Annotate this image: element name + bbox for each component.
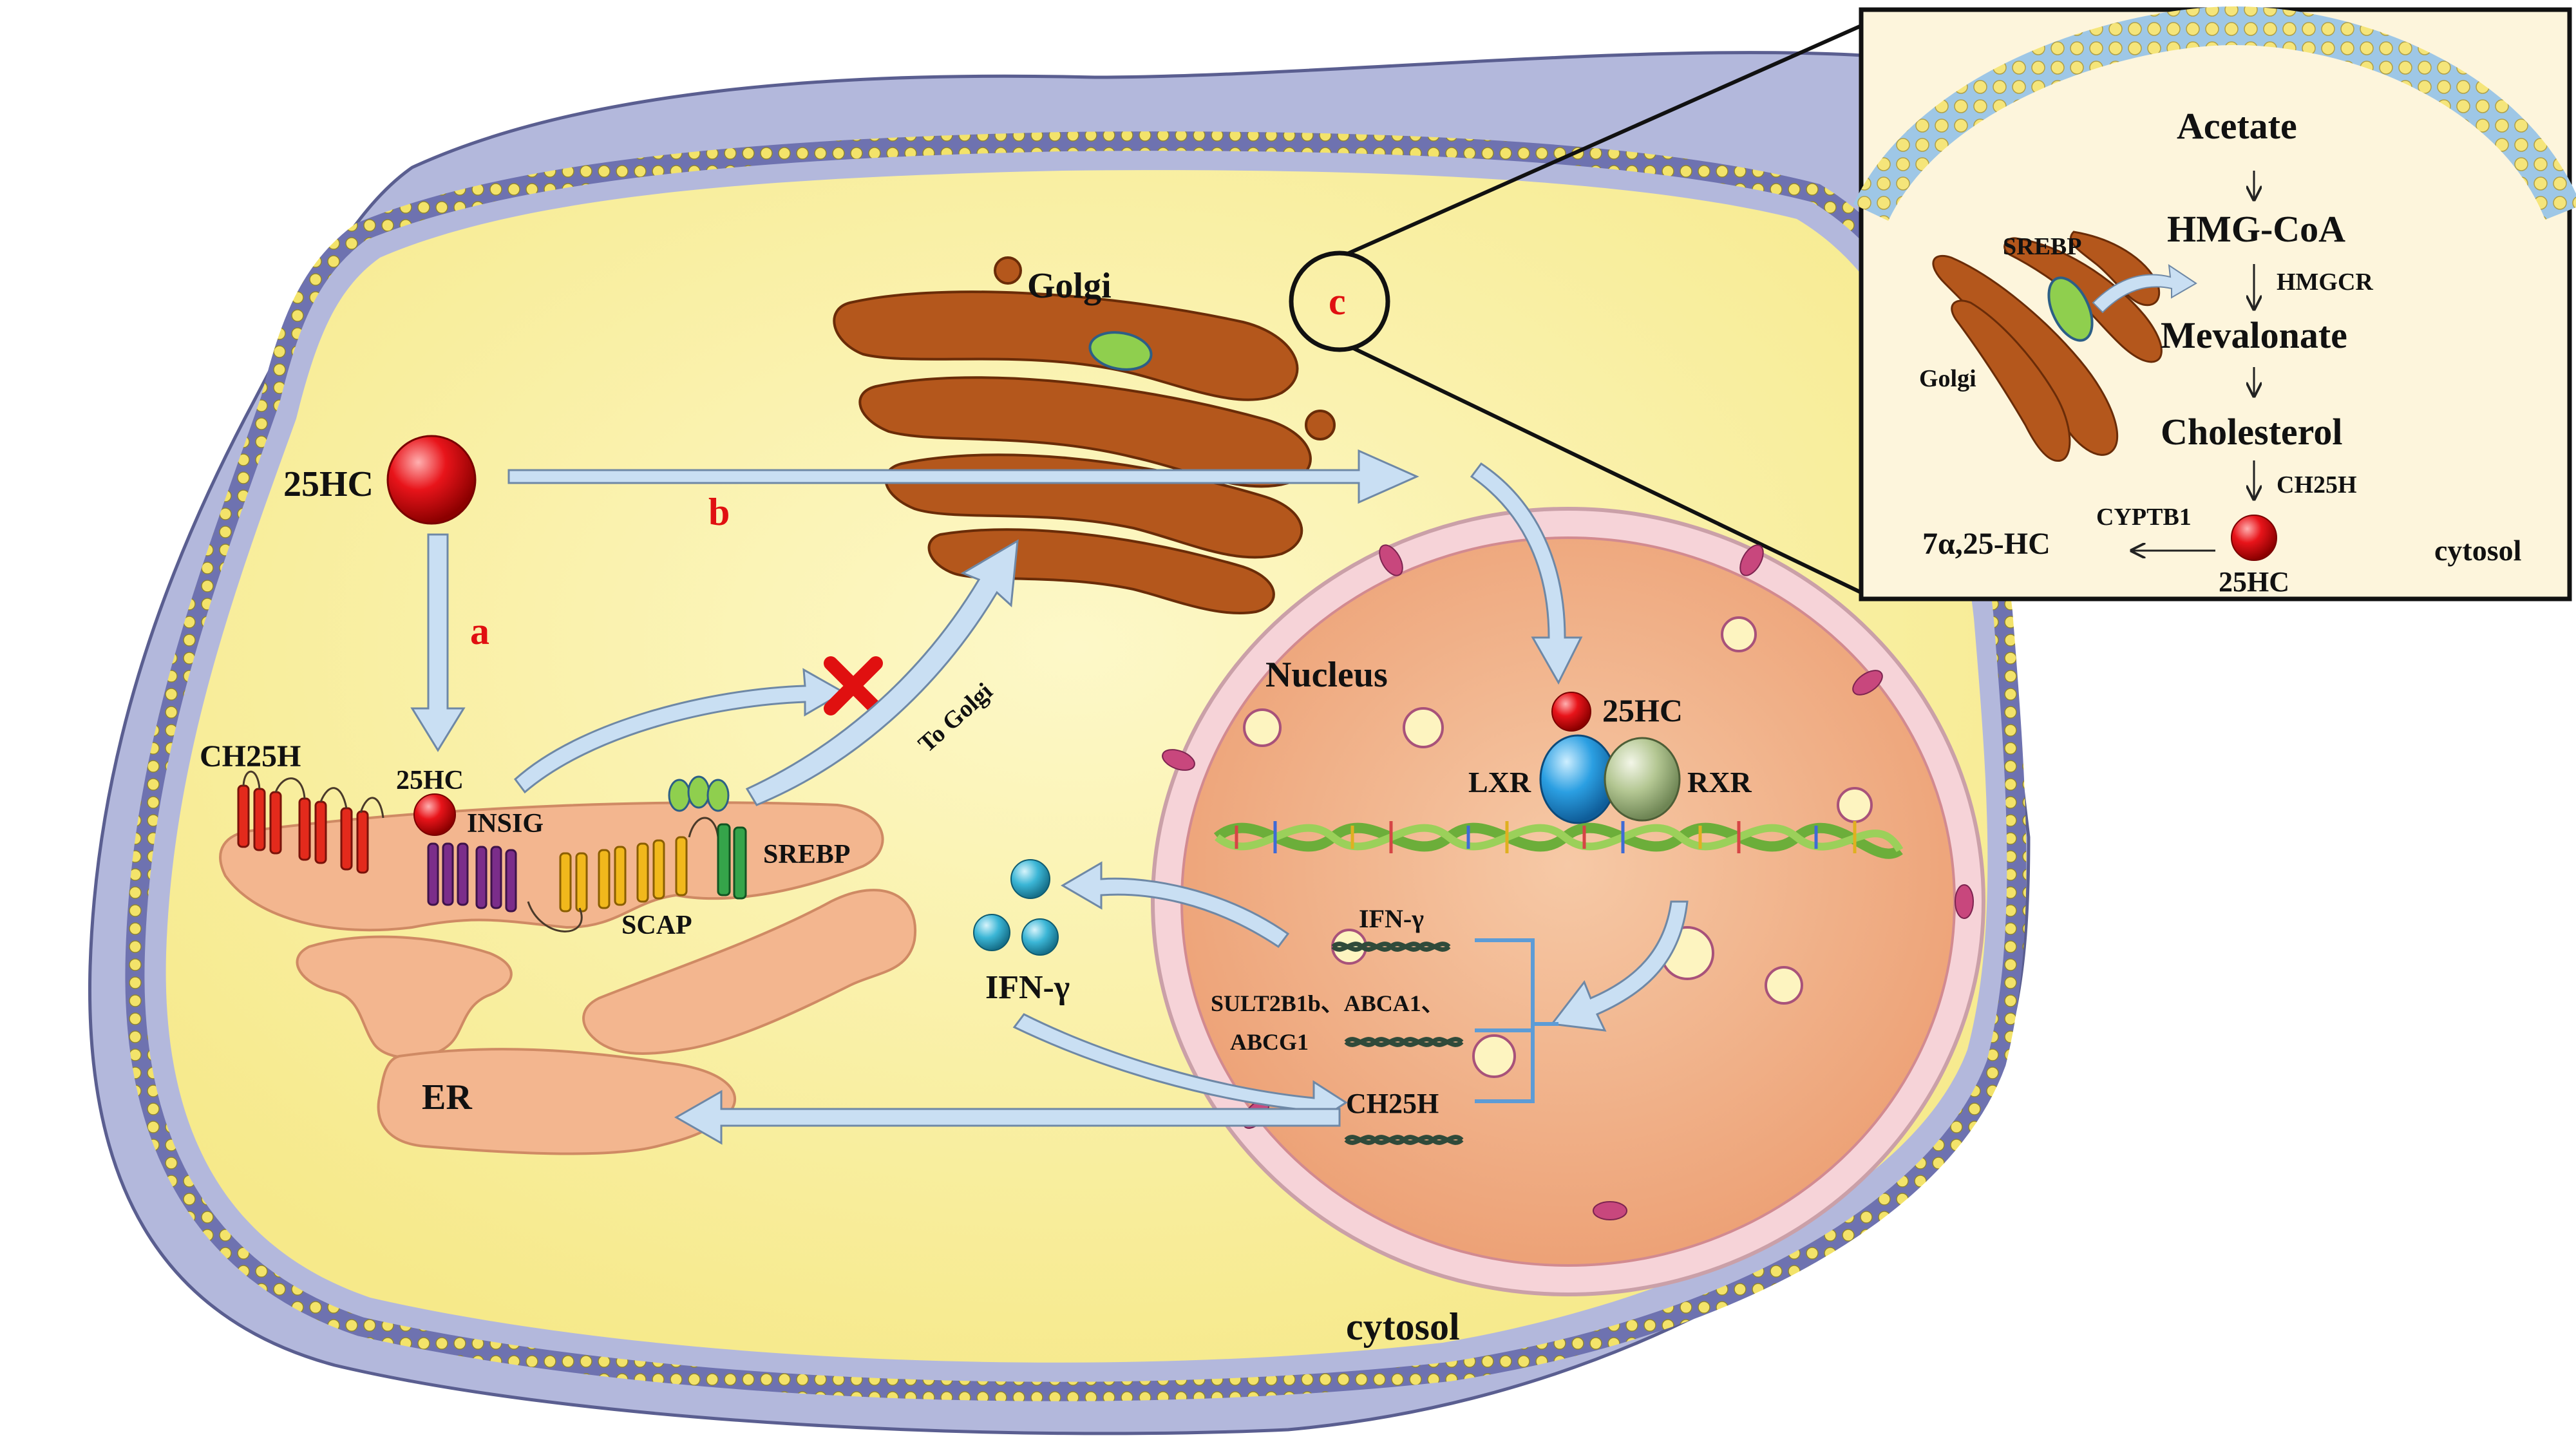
hc25-er-label: 25HC [396, 766, 464, 795]
ifn-cyto-label: IFN-γ [985, 969, 1070, 1006]
golgi-label: Golgi [1027, 266, 1112, 306]
arrow-a [410, 533, 466, 752]
abcg1-label: ABCG1 [1230, 1029, 1309, 1055]
lxr-label: LXR [1468, 766, 1531, 799]
zoom-circle-c [1289, 251, 1390, 352]
inset-hc25-label: 25HC [2219, 566, 2289, 598]
cytosol-main-label: cytosol [1346, 1305, 1460, 1348]
inset-srebp-arrow [2092, 263, 2197, 314]
inset-cholesterol: Cholesterol [2161, 411, 2342, 453]
srebp-label: SREBP [763, 840, 850, 869]
gene-bracket [1475, 938, 1558, 1103]
ifn-gene-label: IFN-γ [1359, 904, 1424, 933]
nuclear-pores [1162, 544, 1974, 1220]
dna-double-helix [1213, 821, 1904, 859]
sult-abca1-label: SULT2B1b、ABCA1、 [1211, 990, 1444, 1016]
rxr-label: RXR [1687, 766, 1752, 799]
inset-srebp-vesicle [2047, 276, 2094, 342]
arrow-b [507, 449, 1419, 504]
hc25-er-molecule [413, 793, 456, 836]
blocked-x-icon [824, 656, 883, 715]
arrow-to-golgi [745, 539, 1019, 806]
inset-srebp-label: SREBP [2003, 233, 2081, 260]
zoom-line-top [1345, 24, 1862, 256]
rxr-receptor [1604, 737, 1681, 822]
insig-protein [427, 842, 517, 913]
ifn-gamma-molecules [973, 859, 1059, 956]
inset-hmgcoa: HMG-CoA [2167, 208, 2345, 250]
insig-label: INSIG [467, 809, 544, 838]
arrow-ch25h-to-er [674, 1090, 1341, 1145]
gene-strands [1331, 942, 1464, 1145]
arrow-into-nucleus [1470, 462, 1583, 685]
arrow-ifn-secretion [1061, 861, 1290, 949]
inset-cyptb1: CYPTB1 [2096, 504, 2192, 531]
scap-loop [527, 817, 719, 933]
scap-label: SCAP [621, 911, 692, 940]
inset-membrane [1853, 6, 2576, 222]
b-marker: b [708, 491, 730, 533]
inset-product: 7α,25-HC [1922, 527, 2050, 561]
golgi-srebp-vesicle [1088, 331, 1153, 371]
inset-panel: SREBP Golgi Acetate HMG-CoA HMGCR Mevalo… [1853, 6, 2576, 601]
inset-mevalonate: Mevalonate [2161, 314, 2347, 356]
inset-golgi-label: Golgi [1919, 365, 1976, 392]
inset-hmgcr: HMGCR [2277, 269, 2373, 296]
hc25-molecule [386, 435, 477, 525]
inset-hc25-molecule [2231, 515, 2277, 561]
ch25h-membrane-label: CH25H [200, 739, 301, 773]
ch25h-loops [242, 770, 384, 819]
a-marker: a [470, 610, 489, 652]
er-label: ER [422, 1077, 472, 1117]
nucleus-label: Nucleus [1265, 655, 1388, 695]
c-marker: c [1329, 280, 1346, 323]
srebp-protein [668, 775, 747, 900]
plasma-membrane [125, 131, 2027, 1401]
inset-cytosol-label: cytosol [2434, 534, 2521, 567]
scap-protein [559, 836, 688, 913]
hc25-nucleus-molecule [1551, 692, 1591, 732]
hc25-nucleus-label: 25HC [1602, 692, 1683, 728]
inset-ch25h: CH25H [2277, 471, 2357, 498]
inset-acetate: Acetate [2177, 105, 2297, 147]
zoom-line-bottom [1351, 346, 1862, 594]
hc25-main-label: 25HC [283, 464, 374, 504]
ch25h-gene-label: CH25H [1346, 1088, 1439, 1119]
